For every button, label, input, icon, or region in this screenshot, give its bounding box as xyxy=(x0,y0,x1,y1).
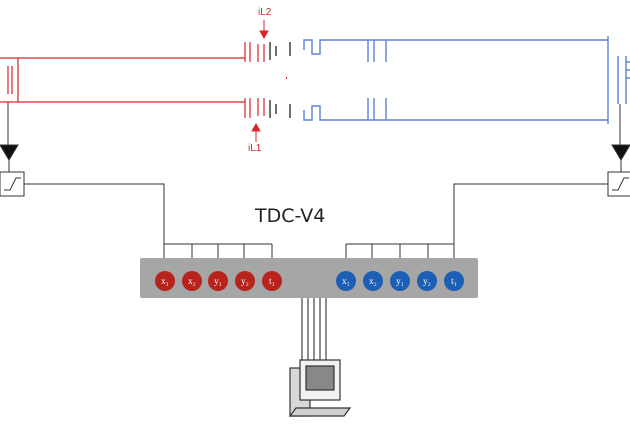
blue-beamline xyxy=(303,36,630,124)
right-channel-y1 xyxy=(390,271,410,291)
il1-label: iL1 xyxy=(248,143,262,154)
right-signal-chain xyxy=(453,104,630,270)
left-cable xyxy=(24,183,165,270)
left-amplifier-icon xyxy=(0,144,19,161)
left-discriminator-box xyxy=(0,171,25,197)
right-channel-t1 xyxy=(444,271,464,291)
left-channel-label: y₁ xyxy=(214,276,222,286)
right-cable xyxy=(453,183,608,270)
right-channel-x1 xyxy=(336,271,356,291)
arrow-down-head xyxy=(259,30,269,40)
blue-bottom-rail xyxy=(303,105,608,121)
left-channel-y2 xyxy=(235,271,255,291)
lens-stack xyxy=(269,42,291,118)
right-channel-label: x₂ xyxy=(369,276,377,286)
right-channel-label: x₁ xyxy=(342,276,350,286)
right-discriminator-box xyxy=(607,171,630,197)
il2-label: iL2 xyxy=(258,7,272,18)
right-discriminator-symbol xyxy=(612,177,629,191)
left-channel-y1 xyxy=(208,271,228,291)
right-channels: x₁ x₂ y₁ y₂ t₁ xyxy=(336,271,464,291)
left-channel-label: x₂ xyxy=(188,276,196,286)
right-channel-x2 xyxy=(363,271,383,291)
computer-icon xyxy=(288,359,352,417)
left-discriminator-symbol xyxy=(4,177,21,191)
computer-keyboard xyxy=(288,407,352,417)
blue-top-rail xyxy=(303,39,608,55)
right-channel-label: y₂ xyxy=(423,276,431,286)
ion-arrows xyxy=(251,20,269,142)
right-channel-label: y₁ xyxy=(396,276,404,286)
left-channels: x₁ x₂ y₁ y₂ t₁ xyxy=(155,271,282,291)
right-channel-label: t₁ xyxy=(451,276,457,286)
arrow-up-head xyxy=(251,122,261,132)
left-channel-label: y₂ xyxy=(241,276,249,286)
left-channel-label: x₁ xyxy=(161,276,169,286)
computer-screen xyxy=(305,365,335,391)
left-channel-x2 xyxy=(182,271,202,291)
diagram-title: TDC-V4 xyxy=(255,205,326,227)
ribbon-cable xyxy=(301,298,327,360)
left-signal-chain xyxy=(0,102,165,270)
left-channel-t1 xyxy=(262,271,282,291)
red-beamline xyxy=(0,42,287,118)
right-amplifier-icon xyxy=(611,144,630,161)
left-channel-x1 xyxy=(155,271,175,291)
left-channel-label: t₁ xyxy=(269,276,275,286)
right-channel-y2 xyxy=(417,271,437,291)
